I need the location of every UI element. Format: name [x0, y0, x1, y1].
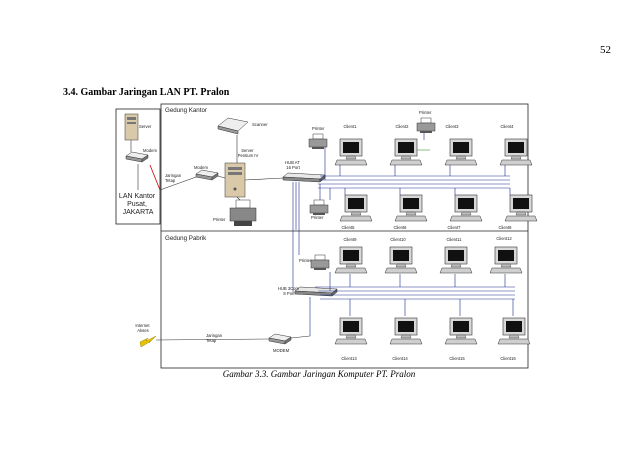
- pabrik-client-10-icon: [384, 246, 418, 274]
- kantor-client-2-icon: [389, 138, 423, 166]
- pabrik-client-15-label: Client15: [449, 356, 465, 361]
- kantor-client-6-icon: [394, 194, 428, 222]
- kantor-jaringan-label: Jaringan Tetap: [165, 173, 182, 183]
- kantor-client-8-icon: [504, 194, 538, 222]
- pabrik-modem-icon: [268, 333, 292, 345]
- printer-a-label: Printer: [312, 126, 325, 131]
- kantor-client-7-label: Client7: [447, 225, 461, 230]
- pabrik-client-11-label: Client11: [446, 237, 462, 242]
- pabrik-modem-label: MODEM: [273, 348, 290, 353]
- kantor-client-5-label: Client5: [341, 225, 355, 230]
- lan-server-icon: [124, 113, 139, 141]
- lan-box-label: LAN Kantor Pusat, JAKARTA: [119, 193, 157, 216]
- pabrik-printer-icon: [310, 254, 330, 271]
- printer-b-icon: [416, 117, 436, 134]
- pabrik-client-13-icon: [334, 317, 368, 345]
- kantor-modem-icon: [195, 169, 219, 181]
- pabrik-client-14-label: Client14: [392, 356, 408, 361]
- kantor-hub-icon: [282, 172, 326, 183]
- kantor-client-1-icon: [334, 138, 368, 166]
- pabrik-client-15-icon: [444, 317, 478, 345]
- pabrik-client-16-icon: [497, 317, 531, 345]
- pabrik-client-11-icon: [439, 246, 473, 274]
- pabrik-hub-label: HUB 3Com 8 Port: [278, 286, 300, 296]
- pabrik-client-10-label: Client10: [390, 237, 406, 242]
- pabrik-client-9-icon: [334, 246, 368, 274]
- server-label: Server Pentium IV: [238, 148, 259, 158]
- pabrik-client-9-label: Client9: [343, 237, 357, 242]
- main-printer-label: Printer: [213, 217, 226, 222]
- kantor-client-4-label: Client4: [500, 124, 514, 129]
- pabrik-jaringan-label: Jaringan Tetap: [206, 333, 223, 343]
- pabrik-hub-icon: [294, 286, 338, 297]
- kantor-client-2-label: Client2: [395, 124, 409, 129]
- lan-server-label: Server: [139, 124, 152, 129]
- page-number: 52: [600, 44, 611, 56]
- internet-lightning-icon: [139, 335, 157, 348]
- server-icon: [224, 162, 246, 198]
- pabrik-client-16-label: Client16: [500, 356, 516, 361]
- gedung-pabrik-title: Gedung Pabrik: [165, 235, 207, 242]
- kantor-client-7-icon: [449, 194, 483, 222]
- kantor-client-6-label: Client6: [393, 225, 407, 230]
- kantor-client-5-icon: [339, 194, 373, 222]
- printer-a-icon: [308, 133, 328, 150]
- main-frame: [160, 103, 529, 369]
- pabrik-client-12-label: Client12: [496, 236, 512, 241]
- kantor-client-8-label: Client8: [498, 225, 512, 230]
- printer-c-label: Printer: [311, 215, 324, 220]
- kantor-hub-label: HUB AT 16 Port: [285, 160, 301, 170]
- kantor-client-3-label: Client3: [445, 124, 459, 129]
- gedung-kantor-title: Gedung Kantor: [165, 107, 207, 114]
- main-printer-icon: [229, 199, 257, 226]
- section-title: 3.4. Gambar Jaringan LAN PT. Pralon: [63, 87, 230, 98]
- pabrik-printer-label: Printer: [299, 258, 312, 263]
- printer-c-icon: [309, 199, 329, 216]
- scanner-label: Scanner: [252, 122, 268, 127]
- pabrik-client-13-label: Client13: [341, 356, 357, 361]
- internet-label: Internet Akses: [135, 323, 150, 333]
- kantor-client-1-label: Client1: [343, 124, 357, 129]
- lan-modem-label: Modem: [143, 148, 157, 153]
- kantor-modem-label: Modem: [194, 165, 208, 170]
- figure-caption: Gambar 3.3. Gambar Jaringan Komputer PT.…: [222, 369, 416, 379]
- kantor-client-3-icon: [444, 138, 478, 166]
- printer-b-label: Printer: [419, 110, 432, 115]
- pabrik-client-14-icon: [389, 317, 423, 345]
- pabrik-client-12-icon: [489, 246, 523, 274]
- scanner-icon: [217, 117, 249, 135]
- kantor-client-4-icon: [499, 138, 533, 166]
